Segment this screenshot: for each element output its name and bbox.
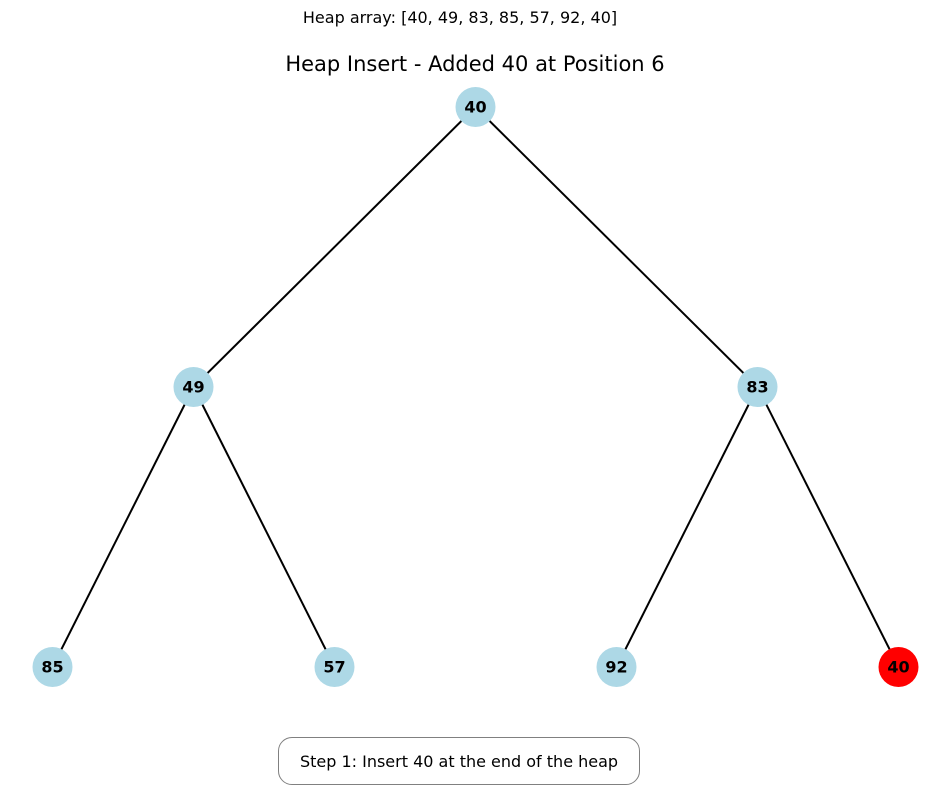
heap-node-1: 49 [173, 367, 214, 407]
heap-node-6: 40 [878, 647, 919, 687]
heap-node-3: 85 [32, 647, 73, 687]
heap-node-circle [32, 647, 73, 687]
heap-node-0: 40 [455, 87, 496, 127]
tree-edge-1-3 [51, 386, 195, 668]
tree-edge-0-2 [474, 106, 759, 388]
tree-edge-2-5 [615, 386, 759, 668]
heap-node-circle [455, 87, 496, 127]
heap-node-circle [596, 647, 637, 687]
step-caption: Step 1: Insert 40 at the end of the heap [278, 737, 640, 785]
heap-node-label: 49 [182, 378, 204, 397]
heap-node-label: 83 [746, 378, 768, 397]
heap-node-4: 57 [314, 647, 355, 687]
heap-node-5: 92 [596, 647, 637, 687]
heap-node-label: 85 [41, 658, 63, 677]
diagram-title: Heap Insert - Added 40 at Position 6 [285, 52, 665, 76]
heap-node-label: 40 [464, 98, 486, 117]
heap-node-circle [173, 367, 214, 407]
tree-edges [51, 106, 900, 668]
tree-edge-2-6 [756, 386, 900, 668]
heap-node-label: 92 [605, 658, 627, 677]
heap-node-2: 83 [737, 367, 778, 407]
heap-node-label: 57 [323, 658, 345, 677]
heap-node-circle [314, 647, 355, 687]
heap-array-text: Heap array: [40, 49, 83, 85, 57, 92, 40] [302, 8, 618, 27]
tree-nodes: 40 49 83 85 57 92 40 [32, 87, 919, 687]
heap-node-circle [737, 367, 778, 407]
tree-edge-0-1 [192, 106, 477, 388]
heap-node-circle [878, 647, 919, 687]
heap-node-label: 40 [887, 658, 909, 677]
tree-edge-1-4 [192, 386, 336, 668]
